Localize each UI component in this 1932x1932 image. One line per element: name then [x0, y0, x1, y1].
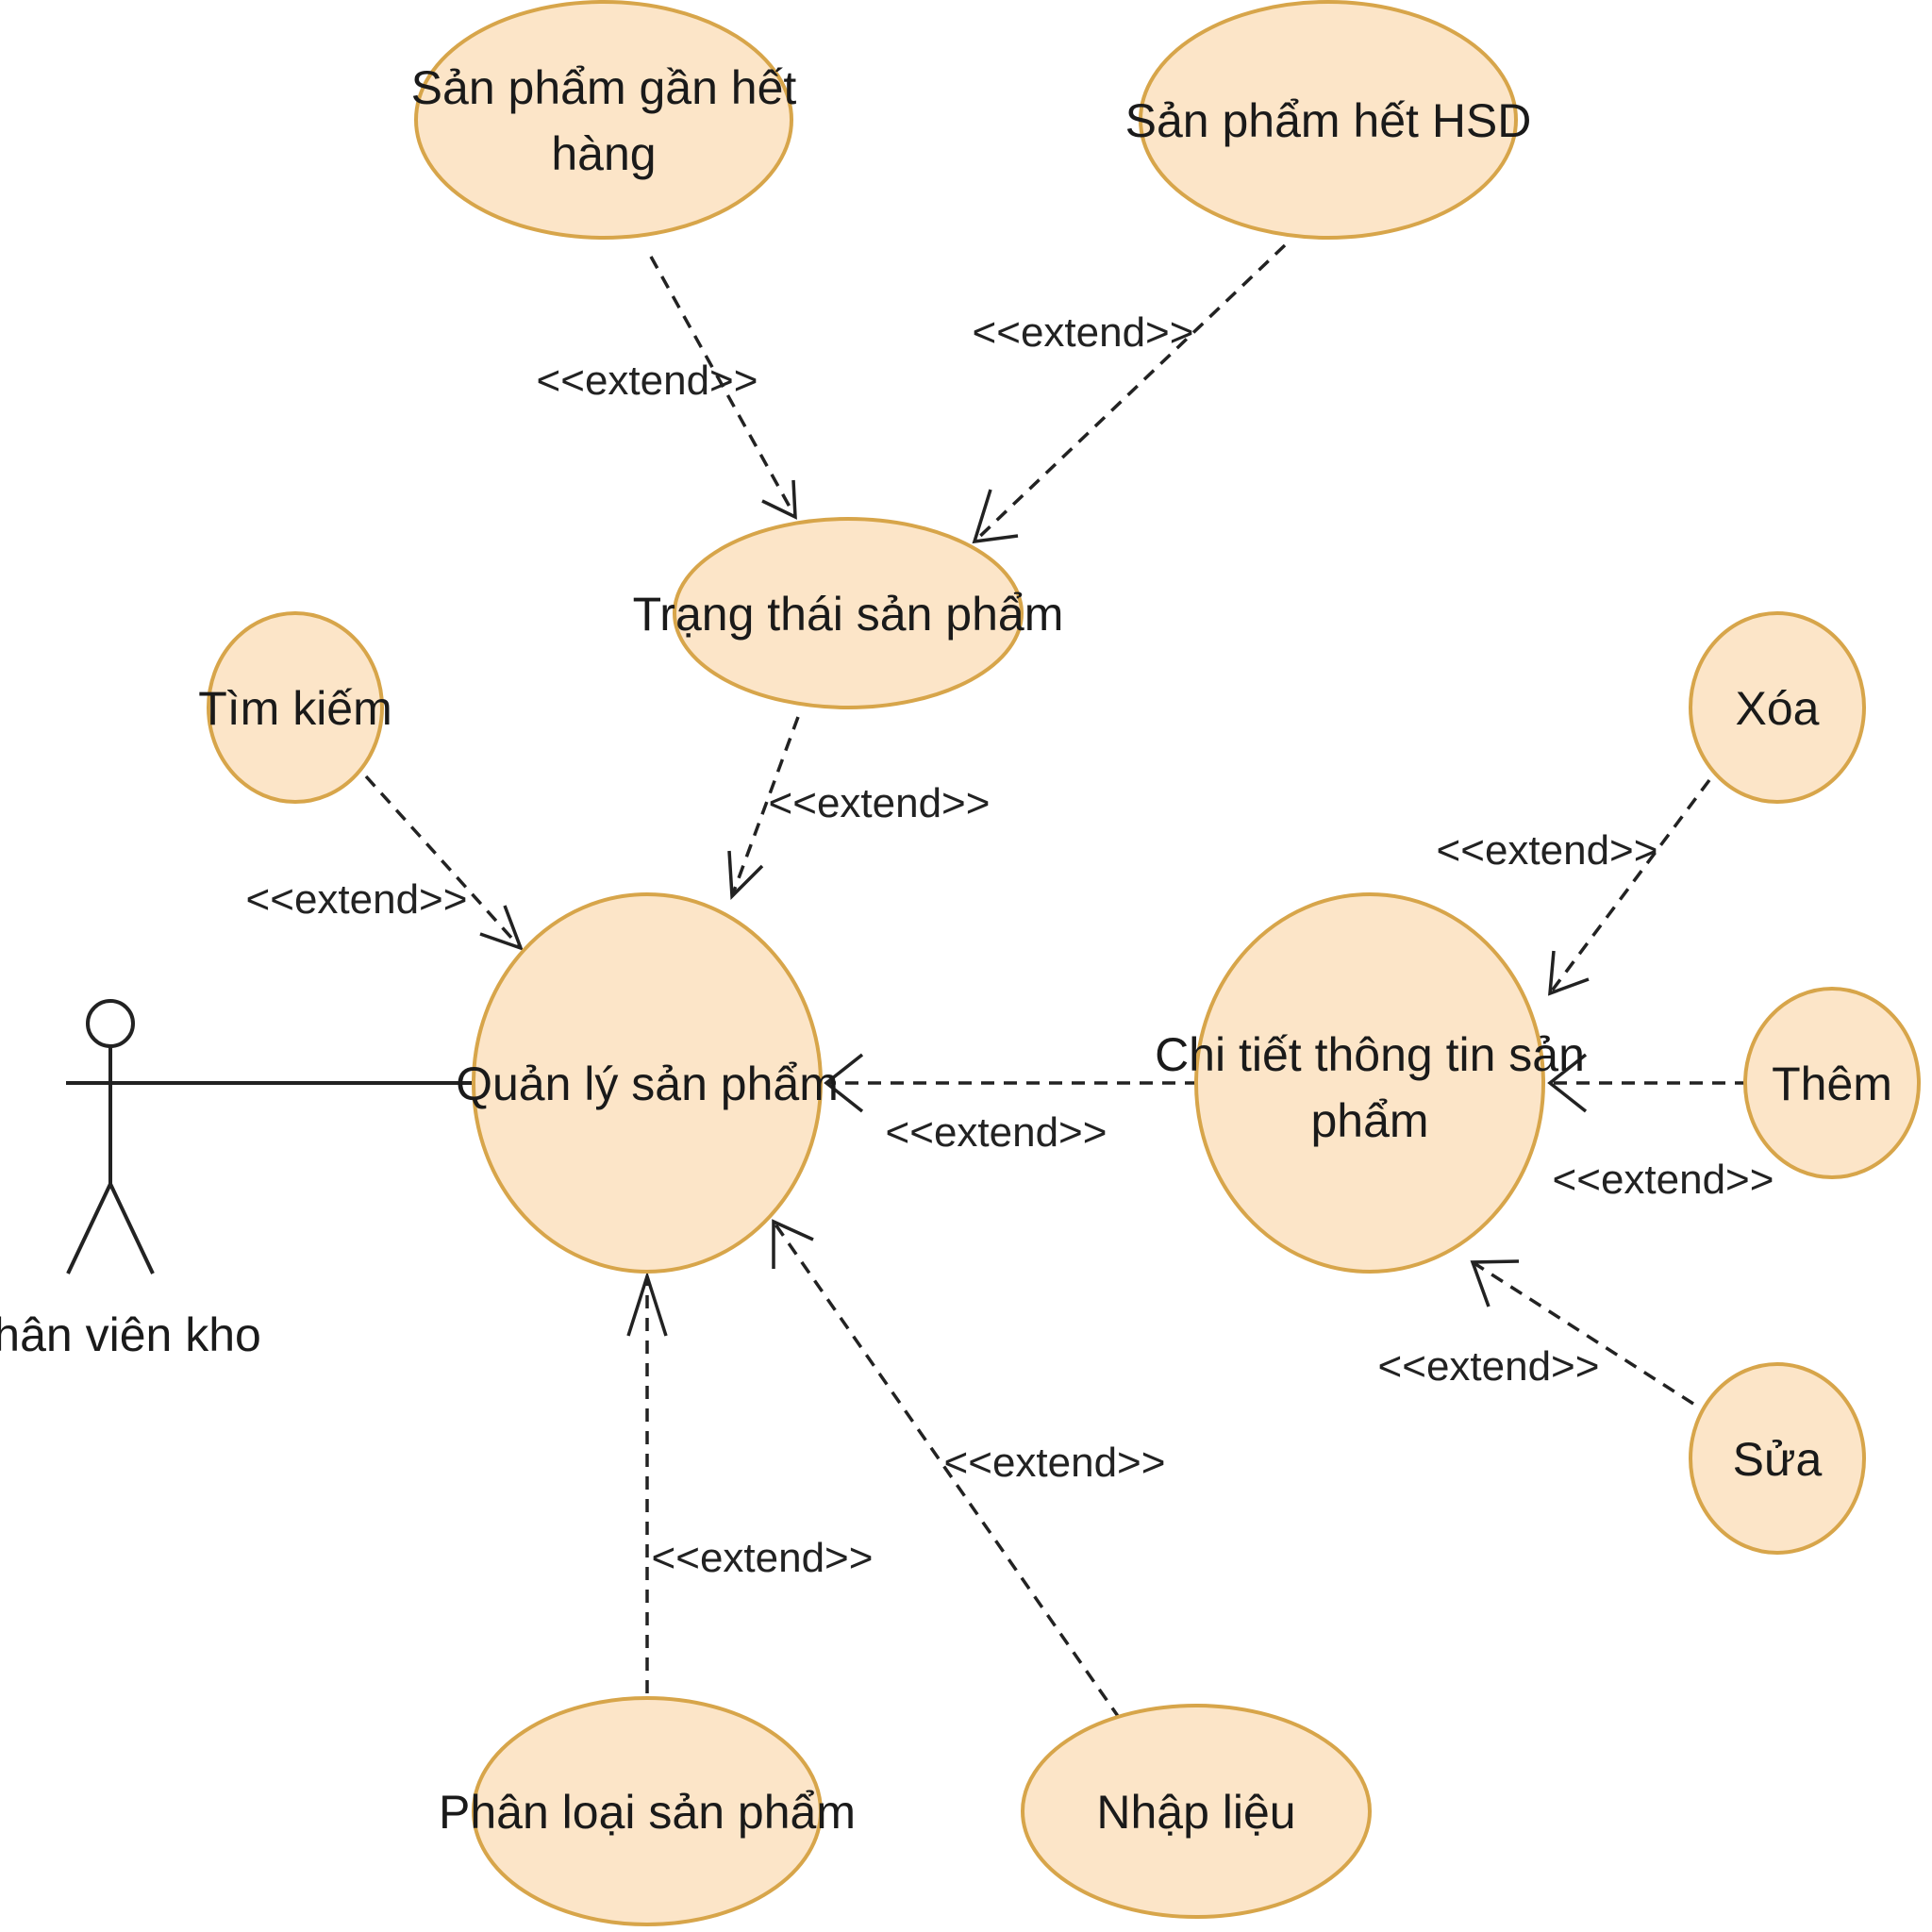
rel-expired-to-status	[972, 243, 1287, 544]
use-case-label-line-1: Sản phẩm gần hết	[411, 61, 797, 114]
use-case-shape	[1743, 987, 1921, 1179]
use-case-phan-loai-san-pham: Phân loại sản phẩm	[439, 1696, 856, 1926]
dashed-line	[1548, 778, 1711, 995]
use-case-label: Sản phẩm hết HSD	[1125, 94, 1532, 147]
use-case-san-pham-het-hsd: Sản phẩm hết HSD	[1125, 0, 1532, 240]
use-case-san-pham-gan-het-hang: Sản phẩm gần hết hàng	[411, 0, 797, 240]
rel-edit-to-details	[1470, 1259, 1694, 1406]
rel-classify-to-manage	[626, 1271, 668, 1693]
use-case-shape	[472, 1696, 823, 1926]
use-case-tim-kiem: Tìm kiếm	[198, 611, 392, 804]
actor-left-leg	[66, 1183, 112, 1274]
extend-label: <<extend>>	[1378, 1343, 1600, 1390]
use-case-label: Nhập liệu	[1096, 1786, 1295, 1839]
actor-right-leg	[108, 1183, 155, 1274]
use-case-label-line-2: phẩm	[1310, 1094, 1428, 1147]
extend-label: <<extend>>	[537, 358, 758, 404]
open-arrowhead	[1547, 1053, 1588, 1113]
rel-near-out-of-stock-to-status	[649, 256, 797, 520]
use-case-shape	[1689, 611, 1866, 804]
dashed-line	[772, 1220, 1122, 1721]
extend-label: <<extend>>	[886, 1109, 1108, 1156]
actor-nhan-vien-kho: Nhân viên kho	[0, 999, 261, 1361]
use-case-label: Quản lý sản phẩm	[456, 1058, 839, 1110]
use-case-xoa: Xóa	[1689, 611, 1866, 804]
use-case-label: Trạng thái sản phẩm	[633, 588, 1064, 641]
rel-search-to-manage	[364, 774, 524, 951]
rel-data-entry-to-manage	[772, 1219, 1122, 1721]
use-case-label: Tìm kiếm	[198, 682, 392, 735]
use-case-shape	[207, 611, 384, 804]
use-case-quan-ly-san-pham: Quản lý sản phẩm	[456, 892, 839, 1274]
open-arrowhead	[824, 1053, 864, 1113]
extend-label: <<extend>>	[769, 780, 991, 826]
open-arrowhead	[479, 905, 524, 951]
open-arrowhead	[761, 479, 797, 520]
use-case-chi-tiet-thong-tin-san-pham: Chi tiết thông tin sản phẩm	[1155, 892, 1585, 1274]
dashed-line	[973, 243, 1287, 543]
dashed-line	[364, 774, 523, 950]
extend-label: <<extend>>	[944, 1440, 1166, 1486]
rel-status-to-manage	[727, 716, 800, 900]
use-case-trang-thai-san-pham: Trạng thái sản phẩm	[633, 517, 1064, 709]
use-case-nhap-lieu: Nhập liệu	[1021, 1704, 1372, 1919]
actor-head	[86, 999, 135, 1048]
dashed-line	[730, 716, 800, 897]
use-case-label: Phân loại sản phẩm	[439, 1786, 856, 1839]
extend-label: <<extend>>	[973, 309, 1194, 356]
extend-label: <<extend>>	[652, 1535, 874, 1581]
dashed-line	[649, 256, 797, 518]
rel-delete-to-details	[1548, 778, 1711, 996]
extend-label: <<extend>>	[246, 876, 468, 923]
extend-label: <<extend>>	[1553, 1157, 1774, 1203]
use-case-shape	[414, 0, 793, 240]
use-case-label: Thêm	[1772, 1058, 1892, 1110]
rel-add-to-details	[1547, 1053, 1748, 1113]
actor-name: Nhân viên kho	[0, 1308, 261, 1361]
use-case-label: Xóa	[1736, 682, 1820, 735]
use-case-label-line-1: Chi tiết thông tin sản	[1155, 1028, 1585, 1081]
open-arrowhead	[1470, 1259, 1520, 1307]
extend-label: <<extend>>	[1437, 827, 1658, 874]
open-arrowhead	[626, 1271, 668, 1337]
use-case-shape	[673, 517, 1024, 709]
open-arrowhead	[727, 850, 764, 900]
use-case-shape	[472, 892, 823, 1274]
open-arrowhead	[972, 489, 1019, 544]
use-case-label: Sửa	[1733, 1433, 1823, 1486]
use-case-shape	[1139, 0, 1518, 240]
use-case-label-line-2: hàng	[551, 127, 656, 180]
open-arrowhead	[772, 1219, 814, 1269]
use-case-shape	[1194, 892, 1545, 1274]
use-case-sua: Sửa	[1689, 1362, 1866, 1555]
use-case-them: Thêm	[1743, 987, 1921, 1179]
use-case-shape	[1021, 1704, 1372, 1919]
rel-details-to-manage	[824, 1053, 1198, 1113]
use-case-shape	[1689, 1362, 1866, 1555]
open-arrowhead	[1548, 950, 1590, 996]
